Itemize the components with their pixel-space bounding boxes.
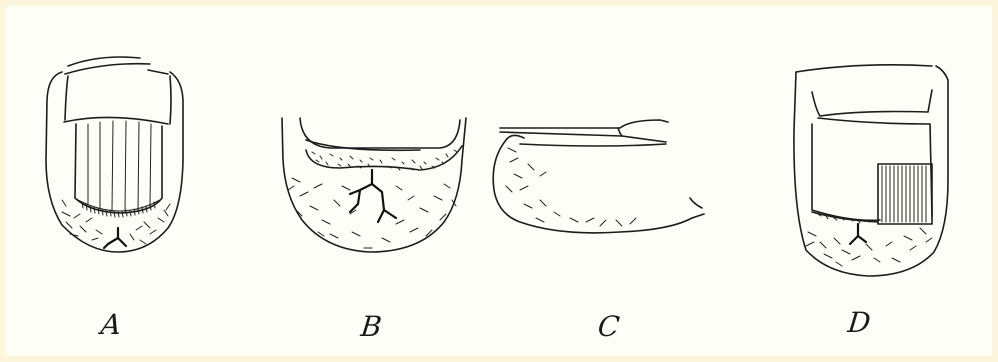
panel-b-label: B (359, 310, 383, 343)
panel-b-drawing (282, 118, 466, 252)
panel-d-label: D (846, 306, 872, 339)
panel-c-label: C (596, 310, 621, 343)
panel-c-drawing (493, 120, 704, 233)
panel-a-label: A (99, 308, 123, 341)
panel-d-drawing (794, 65, 948, 276)
panel-a-drawing (46, 57, 183, 252)
